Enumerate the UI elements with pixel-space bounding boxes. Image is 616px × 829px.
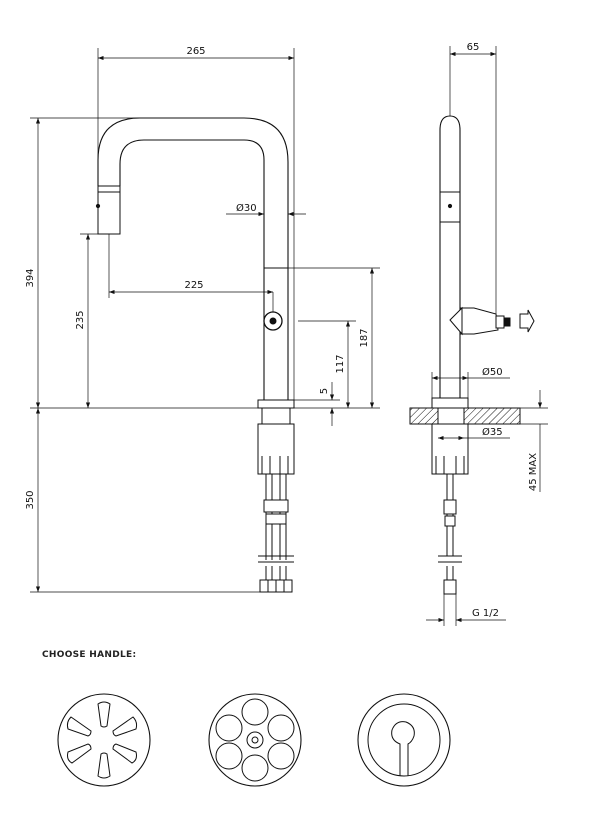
dim-lever-height: 187 [359, 328, 370, 347]
lever-icon [269, 317, 277, 325]
dim-hole-diameter: Ø35 [482, 426, 503, 438]
dim-max-deck-thickness: 45 MAX [528, 453, 539, 491]
dim-spout-diameter: Ø30 [236, 202, 257, 214]
choose-handle-caption: CHOOSE HANDLE: [42, 650, 137, 660]
handle-option-keyhole[interactable] [357, 693, 451, 787]
dim-base-diameter: Ø50 [482, 366, 503, 378]
handle-option-petal[interactable] [57, 693, 151, 787]
dim-connection-thread: G 1/2 [472, 608, 499, 619]
dim-total-height: 394 [25, 268, 36, 287]
dim-spout-height: 235 [75, 310, 86, 329]
arrow-left-icon [519, 309, 535, 333]
dim-spout-reach: 225 [184, 280, 203, 291]
front-view [95, 117, 295, 593]
dim-base-height: 5 [319, 388, 330, 394]
dim-total-length: 265 [186, 46, 205, 57]
dim-side-depth: 65 [467, 42, 480, 53]
dim-hose-length: 350 [25, 490, 36, 509]
side-dimensions [426, 46, 548, 626]
side-view [409, 115, 535, 595]
front-dimensions [30, 48, 380, 593]
dim-lever-axis-height: 117 [335, 354, 346, 373]
handle-option-holes[interactable] [208, 693, 302, 787]
